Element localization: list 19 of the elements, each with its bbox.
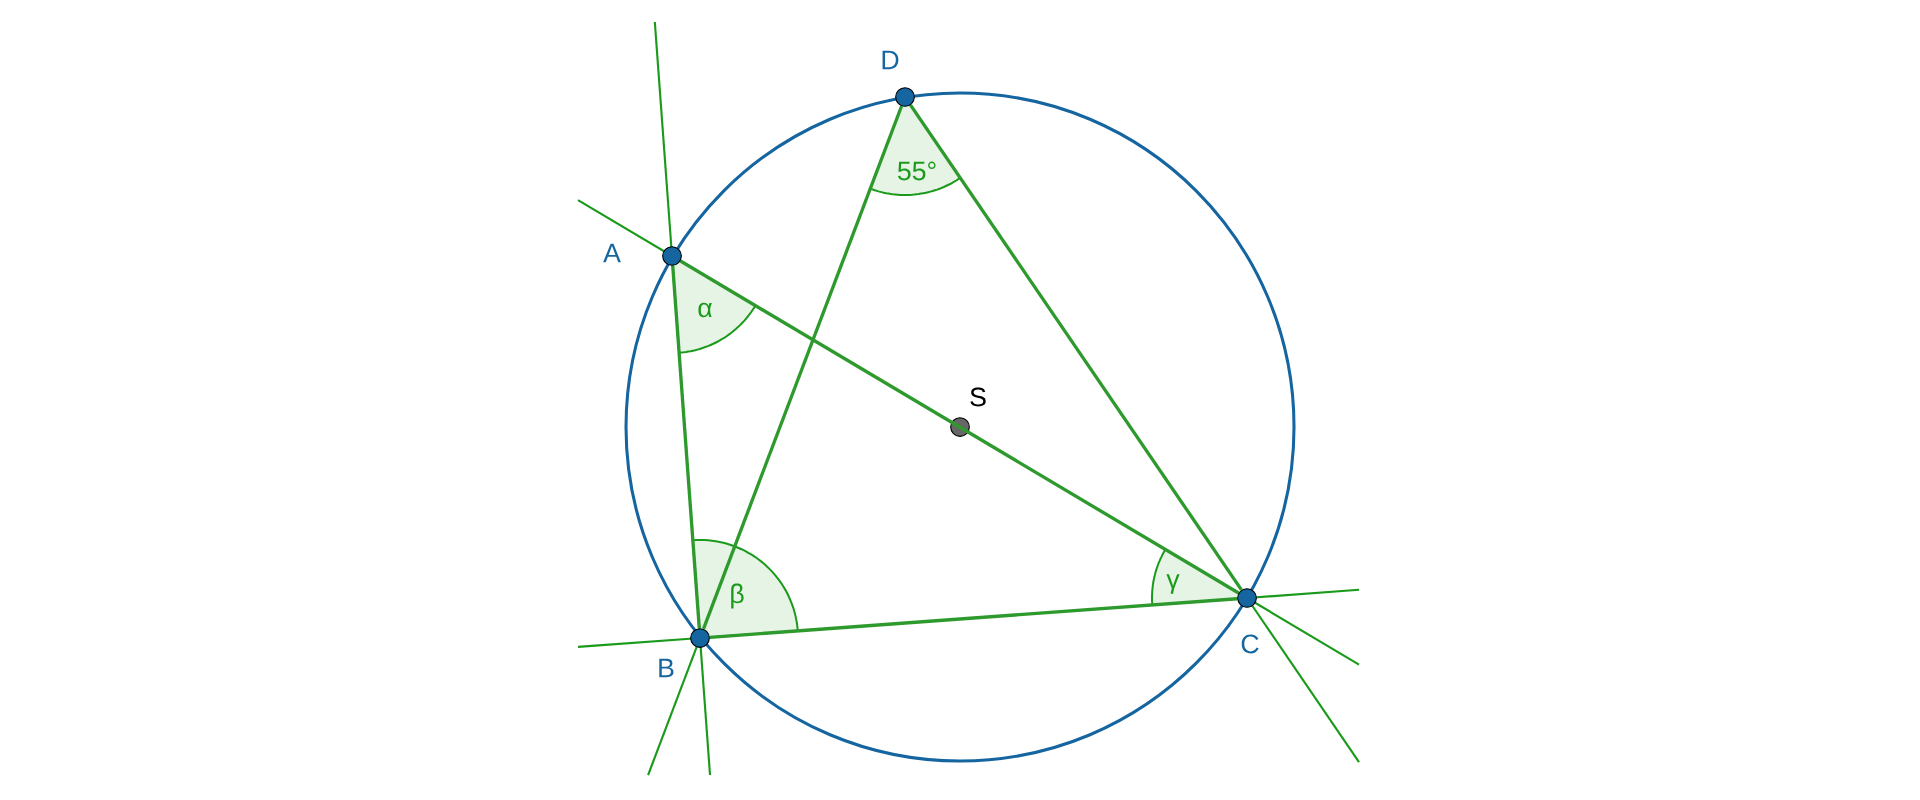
triangle-side (701, 105, 904, 630)
angle-label: β (731, 583, 744, 609)
triangle-side (909, 104, 1243, 591)
point-dot (690, 628, 710, 648)
point-dot (1237, 588, 1257, 608)
point-dot (950, 417, 970, 437)
point-label: D (882, 50, 899, 70)
point-label: A (603, 243, 621, 263)
angle-label: 55° (897, 161, 936, 181)
point-label: C (1241, 634, 1259, 654)
angle-label: α (698, 302, 712, 318)
point-label: B (659, 658, 674, 678)
point-dot (662, 246, 682, 266)
triangle-side (679, 259, 1240, 595)
triangle-side (709, 597, 1238, 639)
point-label: S (970, 387, 986, 407)
angle-label: γ (1166, 574, 1180, 594)
point-dot (895, 87, 915, 107)
triangle-side (671, 265, 701, 629)
